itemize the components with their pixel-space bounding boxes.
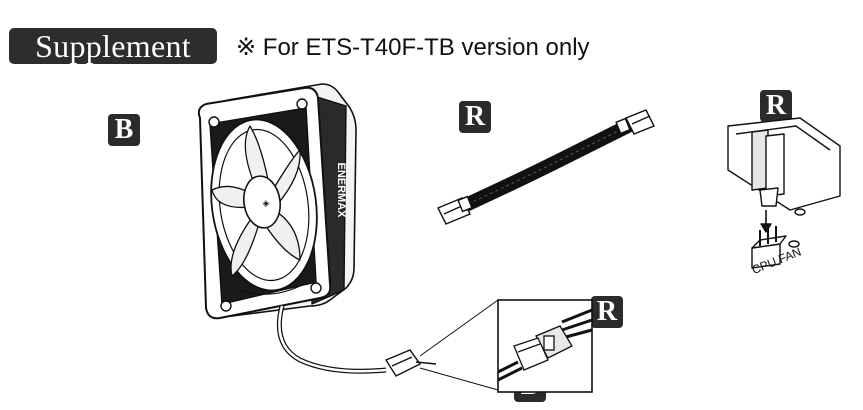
label-plug-r: R — [591, 296, 623, 328]
connector-closeup — [497, 308, 593, 382]
supplement-badge: Supplement — [9, 28, 217, 64]
zoom-lines — [419, 299, 499, 391]
fan-brand: ENERMAX — [335, 162, 347, 218]
label-header: R — [760, 90, 792, 122]
fan-plug — [384, 349, 437, 377]
label-cable: R — [459, 101, 491, 133]
motherboard-header — [727, 117, 841, 269]
version-note: ※ For ETS-T40F-TB version only — [236, 34, 590, 61]
fan-wire — [276, 305, 387, 374]
fan-illustration — [197, 83, 357, 320]
label-fan: B — [108, 114, 140, 146]
fan-logo: ◈ — [263, 199, 270, 209]
extension-cable — [437, 109, 655, 225]
